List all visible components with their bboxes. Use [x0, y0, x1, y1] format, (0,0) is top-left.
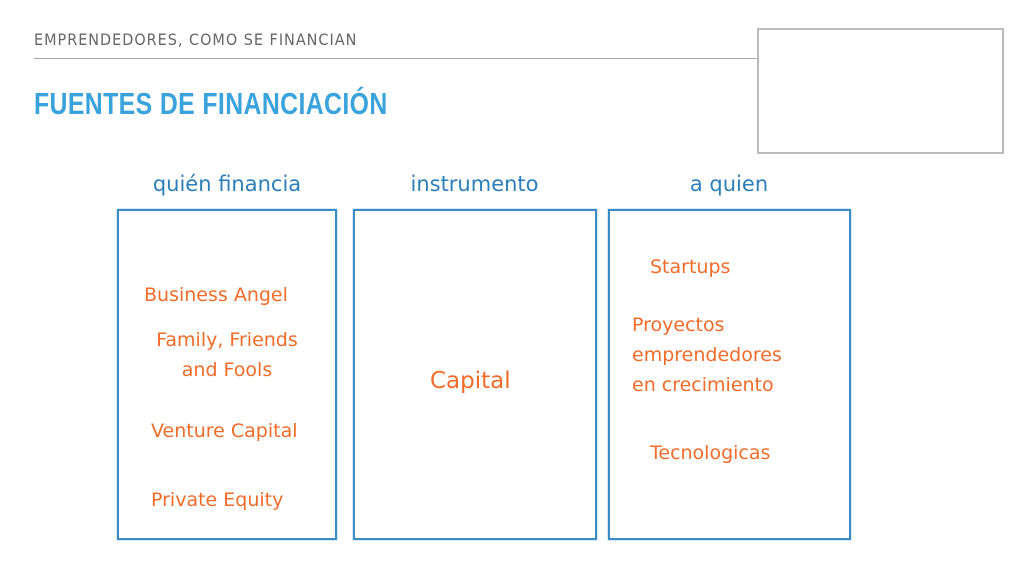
section-header: EMPRENDEDORES, COMO SE FINANCIAN [34, 30, 358, 49]
list-item: Family, Friends and Fools [156, 329, 298, 381]
list-item: Proyectos emprendedores en crecimiento [632, 314, 782, 396]
list-item: Startups [650, 256, 731, 278]
list-item: Tecnologicas [650, 442, 771, 464]
column-heading-a-quien: a quien [689, 172, 769, 196]
list-item: Private Equity [151, 489, 284, 511]
list-item: Venture Capital [151, 420, 298, 442]
image-placeholder [757, 28, 1004, 154]
column-heading-quien-financia: quién financia [152, 172, 302, 196]
header-divider [34, 58, 758, 59]
slide-title: FUENTES DE FINANCIACIÓN [34, 86, 388, 121]
list-item: Capital [430, 368, 511, 394]
box-quien-financia [117, 209, 337, 540]
list-item: Business Angel [144, 284, 288, 306]
column-heading-instrumento: instrumento [410, 172, 539, 196]
box-instrumento [353, 209, 597, 540]
box-a-quien [608, 209, 851, 540]
